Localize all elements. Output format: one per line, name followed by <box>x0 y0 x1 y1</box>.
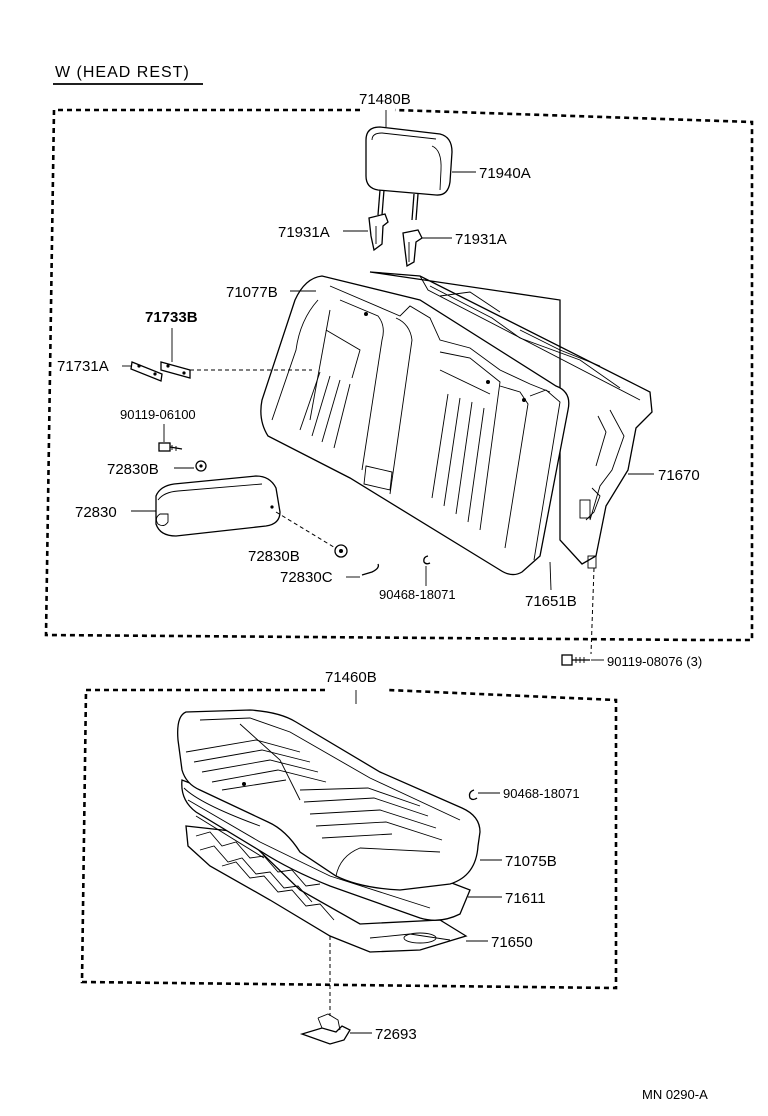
seatback-pad-label: 71651B <box>525 593 577 610</box>
headrest-support-left-label: 71931A <box>278 224 330 241</box>
drawing-code: MN 0290-A <box>642 1087 708 1102</box>
bracket-lower-label: 71731A <box>57 358 109 375</box>
bolt-outside-label: 90119-08076 (3) <box>607 654 702 669</box>
lower-assembly-border <box>80 688 618 990</box>
armrest-clip-upper-shape <box>195 460 207 472</box>
hog-ring-back-label: 90468-18071 <box>379 587 456 602</box>
hog-ring-cushion-shape <box>468 789 478 801</box>
cushion-pad-label: 71611 <box>505 890 546 907</box>
bracket-lower-shape <box>130 361 163 382</box>
armrest-clip-lower-label: 72830B <box>248 548 300 565</box>
seatback-frame-shape <box>369 271 653 569</box>
armrest-clip-upper-label: 72830B <box>107 461 159 478</box>
bolt-upper-label: 90119-06100 <box>120 407 196 422</box>
cushion-frame-label: 71650 <box>491 934 533 951</box>
seatback-cover-shape <box>260 275 570 576</box>
hook-shape <box>299 1013 351 1045</box>
hog-ring-cushion-label: 90468-18071 <box>503 786 580 801</box>
cushion-frame-shape <box>185 825 468 953</box>
headrest-support-right-label: 71931A <box>455 231 507 248</box>
hook-label: 72693 <box>375 1026 417 1043</box>
bolt-outside-shape <box>561 654 590 666</box>
headrest-label: 71940A <box>479 165 531 182</box>
headrest-support-left-shape <box>368 213 389 252</box>
seatback-pad-leader <box>549 561 552 591</box>
cushion-cover-label: 71075B <box>505 853 557 870</box>
lower-assembly-number: 71460B <box>325 669 377 686</box>
seatback-cover-label: 71077B <box>226 284 278 301</box>
upper-assembly-number: 71480B <box>359 91 411 108</box>
cushion-cover-shape <box>177 709 481 891</box>
seatback-frame-label: 71670 <box>658 467 700 484</box>
bolt-outside-dashed-line <box>590 567 595 655</box>
headrest-shape <box>365 126 453 221</box>
armrest-dashed-line <box>275 511 338 550</box>
armrest-pin-label: 72830C <box>280 569 333 586</box>
armrest-pin-shape <box>361 563 380 576</box>
upper-assembly-border <box>44 108 754 642</box>
armrest-clip-lower-shape <box>334 544 348 558</box>
bracket-upper-shape <box>160 361 191 379</box>
headrest-support-right-shape <box>402 229 423 268</box>
bolt-upper-shape <box>158 442 183 452</box>
armrest-shape <box>155 475 281 537</box>
diagram-title: W (HEAD REST) <box>55 64 190 81</box>
hog-ring-back-shape <box>423 555 431 565</box>
bracket-upper-label: 71733B <box>145 309 198 326</box>
armrest-label: 72830 <box>75 504 117 521</box>
